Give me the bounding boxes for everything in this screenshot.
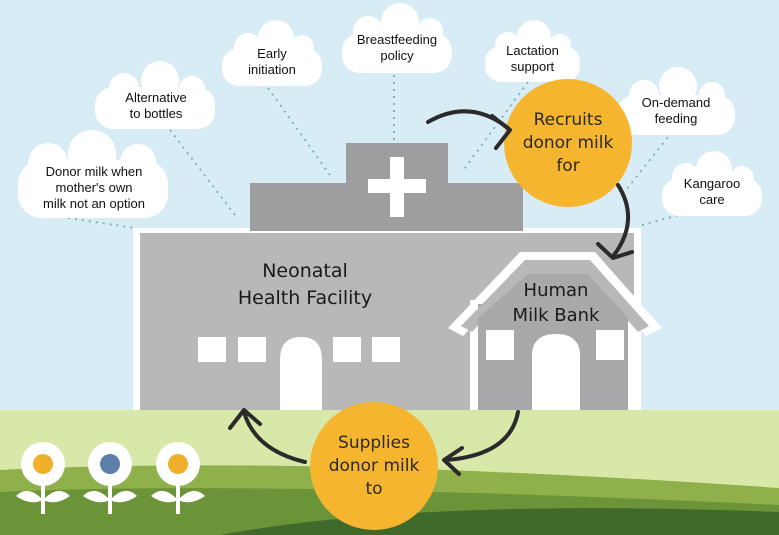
cloud-early-initiation bbox=[222, 20, 322, 86]
practice-kangaroo-care: Kangaroo care bbox=[683, 176, 741, 207]
facility-door bbox=[280, 337, 322, 410]
cloud-on-demand-feeding bbox=[617, 67, 735, 135]
facility-label: Neonatal Health Facility bbox=[237, 260, 373, 309]
supplies-label: Supplies donor milk to bbox=[328, 432, 420, 499]
facility-windows bbox=[198, 337, 400, 362]
flower-2 bbox=[83, 442, 137, 514]
cross-icon bbox=[368, 157, 426, 217]
cloud-alternative-bottles bbox=[95, 61, 215, 129]
flower-3 bbox=[151, 442, 205, 514]
cycle-arrows bbox=[228, 109, 634, 476]
practice-on-demand-feeding: On-demand feeding bbox=[641, 95, 711, 126]
recruits-label: Recruits donor milk for bbox=[522, 109, 614, 176]
practice-donor-milk: Donor milk when mother's own milk not an… bbox=[43, 164, 145, 211]
milk-bank-label: Human Milk Bank bbox=[512, 280, 600, 326]
arrow-supplies-to-facility bbox=[242, 410, 307, 464]
arrow-recruits-to-milk-bank bbox=[612, 183, 631, 257]
cloud-donor-milk bbox=[18, 130, 168, 218]
cloud-kangaroo-care bbox=[662, 151, 762, 216]
milk-bank-door bbox=[532, 334, 580, 410]
arrow-milk-bank-to-supplies bbox=[444, 410, 520, 462]
flower-1 bbox=[16, 442, 70, 514]
supplies-circle bbox=[310, 402, 438, 530]
practice-breastfeeding-policy: Breastfeeding policy bbox=[356, 32, 438, 63]
cloud-breastfeeding-policy bbox=[342, 3, 452, 73]
human-milk-bank-building bbox=[448, 252, 662, 410]
practice-early-initiation: Early initiation bbox=[248, 46, 296, 77]
cloud-lactation-support bbox=[485, 20, 580, 82]
practice-lactation-support: Lactation support bbox=[506, 43, 559, 74]
recruits-circle bbox=[504, 79, 632, 207]
practice-alternative-bottles: Alternative to bottles bbox=[125, 90, 187, 121]
cloud-connectors bbox=[67, 75, 699, 229]
